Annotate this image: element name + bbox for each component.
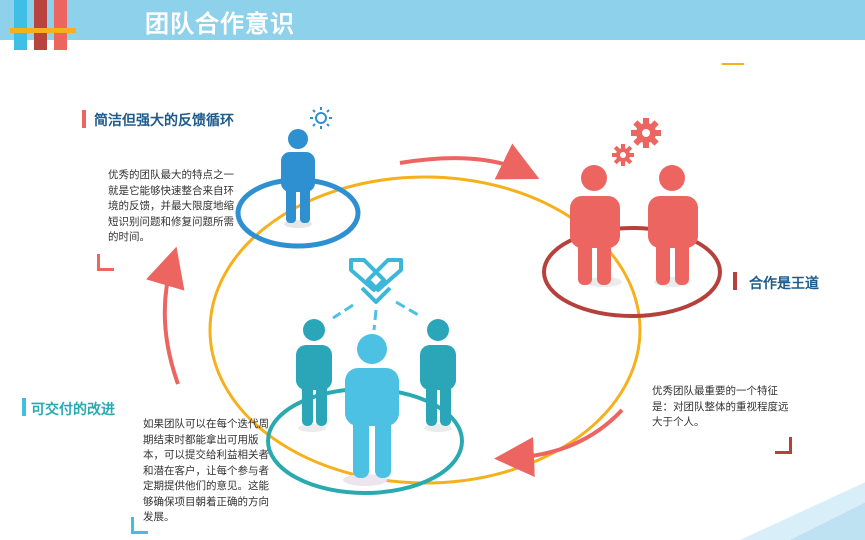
header-underline [10, 28, 76, 33]
cooperation-body: 优秀团队最重要的一个特征是：对团队整体的重视程度远大于个人。 [652, 385, 789, 428]
header-bar-darkred [34, 0, 47, 50]
gear-icon [612, 144, 634, 166]
handshake-icon [349, 258, 403, 304]
feedback-corner [97, 254, 114, 271]
delivery-heading: 可交付的改进 [31, 402, 115, 418]
header-bar-blue [14, 0, 27, 50]
page-title: 团队合作意识 [145, 10, 295, 38]
gear-icon [631, 118, 661, 148]
corner-decoration [740, 482, 865, 540]
cooperation-heading: 合作是王道 [749, 276, 819, 292]
feedback-marker [82, 110, 86, 128]
cooperation-ring [542, 226, 722, 318]
feedback-body: 优秀的团队最大的特点之一就是它能够快速整合来自环境的反馈，并最大限度地缩短识别问… [108, 169, 234, 243]
feedback-figure [235, 129, 361, 249]
delivery-marker [22, 398, 26, 416]
arrow-icon [146, 246, 185, 385]
delivery-corner [131, 517, 148, 534]
sun-icon [310, 107, 332, 129]
header-band [0, 0, 865, 40]
arrow-icon [494, 408, 624, 477]
cooperation-corner [775, 437, 792, 454]
delivery-figures [266, 300, 464, 495]
delivery-body: 如果团队可以在每个迭代周期结束时都能拿出可用版本，可以提交给利益相关者和潜在客户… [143, 418, 269, 523]
arrow-icon [399, 143, 540, 180]
cooperation-marker [733, 272, 737, 290]
feedback-heading: 简洁但强大的反馈循环 [94, 113, 234, 129]
header-bar-red [54, 0, 67, 50]
cooperation-figures [542, 165, 722, 318]
accent-dash [722, 63, 744, 65]
